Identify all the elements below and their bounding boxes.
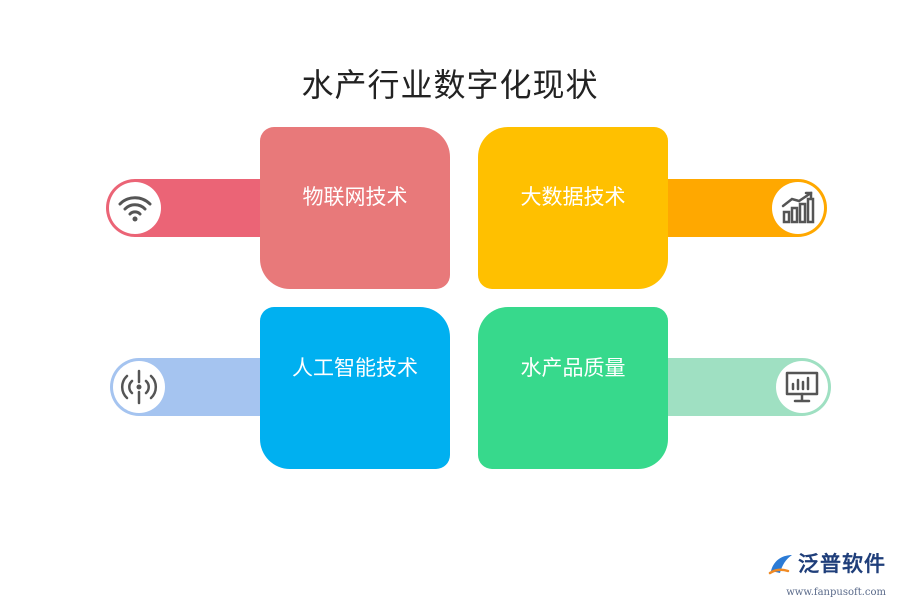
card-ai: 人工智能技术 <box>260 307 450 469</box>
card-label-iot: 物联网技术 <box>302 185 408 209</box>
card-bigdata: 大数据技术 <box>478 127 668 289</box>
brand-logo: 泛普软件 <box>768 548 886 578</box>
bar-chart-icon <box>781 191 815 224</box>
logo-url: www.fanpusoft.com <box>786 587 886 598</box>
page-title: 水产行业数字化现状 <box>301 66 599 104</box>
tab-iot <box>106 179 276 237</box>
icon-circle-iot <box>109 182 161 234</box>
icon-circle-quality <box>776 361 828 413</box>
card-quality: 水产品质量 <box>478 307 668 469</box>
icon-circle-ai <box>113 361 165 413</box>
wifi-icon <box>118 196 152 222</box>
card-label-quality: 水产品质量 <box>520 356 626 380</box>
signal-broadcast-icon <box>120 369 158 405</box>
logo-mark-icon <box>768 555 792 575</box>
tab-bigdata <box>655 179 827 237</box>
tab-quality <box>655 358 831 416</box>
icon-circle-bigdata <box>772 182 824 234</box>
logo-name: 泛普软件 <box>798 552 886 576</box>
tab-ai <box>110 358 276 416</box>
card-label-ai: 人工智能技术 <box>292 356 418 380</box>
card-iot: 物联网技术 <box>260 127 450 289</box>
monitor-chart-icon <box>785 371 819 403</box>
card-label-bigdata: 大数据技术 <box>520 185 626 209</box>
